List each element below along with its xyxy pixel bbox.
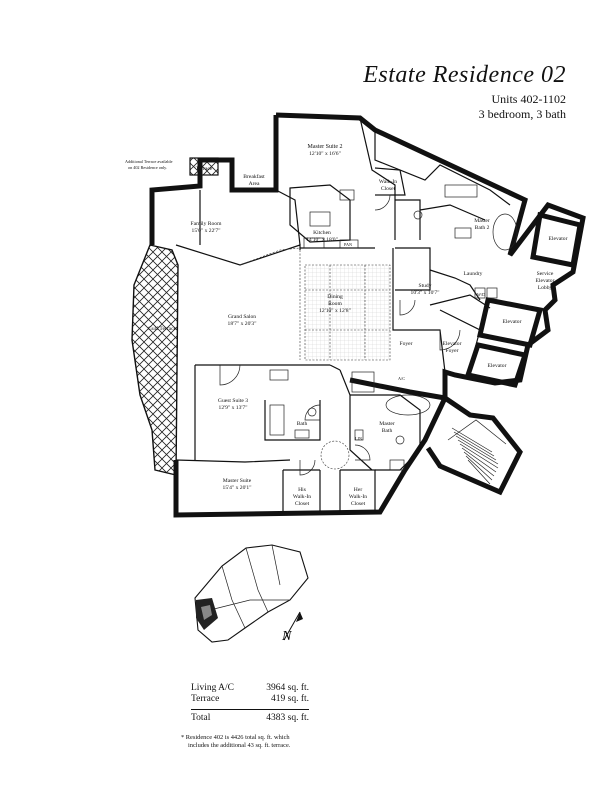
- key-plan-unit-highlight: [201, 605, 212, 620]
- elevator-boxes: [464, 211, 583, 388]
- dining-room-name: Dining: [327, 294, 343, 300]
- service-elevator-l1: Service: [537, 271, 554, 277]
- grand-salon-dim: 18'7" x 20'3": [228, 321, 257, 327]
- breakfast-area-dim: 9'0" x 8'7": [242, 188, 265, 194]
- kitchen-dim: 14'10" x 18'0": [306, 237, 338, 243]
- elevator-label-2: Elevator: [503, 319, 522, 325]
- terrace-label: Terrace: [196, 166, 213, 172]
- area-value: 419 sq. ft.: [271, 694, 309, 704]
- units-range: Units 402-1102: [491, 92, 566, 106]
- dining-room-sub: Room: [328, 301, 342, 307]
- wd-label: W/D: [477, 292, 485, 297]
- his-closet-l3: Closet: [295, 501, 310, 507]
- elevator-foyer-name: Elevator: [443, 341, 462, 347]
- her-closet-l2: Walk-In: [349, 494, 367, 500]
- laundry-label: Laundry: [464, 271, 483, 277]
- master-bath-2-fixtures: [413, 184, 518, 251]
- master-suite-2-dim: 12'10" x 16'6": [309, 151, 341, 157]
- footnote-line2: includes the additional 43 sq. ft. terra…: [188, 742, 291, 749]
- key-plan-map: [194, 544, 309, 643]
- grand-salon-name: Grand Salon: [228, 314, 256, 320]
- elevator-foyer-sub: Foyer: [445, 348, 458, 354]
- area-label: Living A/C: [191, 683, 235, 693]
- area-row-terrace: Terrace 419 sq. ft.: [191, 694, 309, 705]
- residence-title: Estate Residence 02: [363, 62, 566, 88]
- guest-suite-3-dim: 12'9" x 13'7": [219, 405, 248, 411]
- service-elevator-l2: Elevator: [536, 278, 555, 284]
- exterior-wall-west: [149, 115, 279, 245]
- master-suite-name: Master Suite: [223, 478, 252, 484]
- area-total-label: Total: [191, 713, 211, 723]
- vestibule-circle: [320, 440, 350, 470]
- master-suite-dim: 15'4" x 20'1": [223, 485, 252, 491]
- kitchen-name: Kitchen: [313, 230, 331, 236]
- family-room-name: Family Room: [191, 221, 223, 227]
- master-bath-2-sub: Bath 2: [475, 225, 490, 231]
- gulf-terrace-label: Gulf Terrace: [148, 325, 177, 332]
- study-name: Study: [418, 283, 431, 289]
- gulf-terrace-area: [131, 244, 179, 476]
- foyer-label: Foyer: [399, 341, 412, 347]
- dining-room-dashes: [304, 264, 391, 361]
- footnote: * Residence 402 is 4426 total sq. ft. wh…: [181, 734, 341, 750]
- dining-floor-grid: [305, 265, 390, 360]
- bedroom-count: 3 bedroom, 3 bath: [478, 107, 566, 121]
- walkin-closet-2-sub: Closet: [381, 186, 396, 192]
- kitchen-fixtures: [289, 184, 359, 249]
- master-bath-fixtures: [351, 371, 431, 471]
- elevator-label-3: Elevator: [488, 363, 507, 369]
- breakfast-area-name: Breakfast: [243, 173, 265, 180]
- interior-walls: [175, 117, 511, 512]
- stair-treads: [447, 419, 507, 485]
- his-closet-l2: Walk-In: [293, 494, 311, 500]
- area-row-living: Living A/C 3964 sq. ft.: [191, 683, 309, 694]
- terrace-note-line2: on 402 Residence only.: [128, 165, 167, 170]
- breakfast-area-sub: Area: [249, 181, 260, 187]
- area-row-total: Total 4383 sq. ft.: [191, 713, 309, 724]
- area-label: Terrace: [191, 694, 220, 704]
- dining-room-dim: 12'10" x 12'8": [319, 308, 351, 314]
- svg-text:N: N: [281, 629, 292, 644]
- master-bath-sub: Bath: [382, 428, 393, 434]
- area-divider: [191, 709, 309, 710]
- walkin-closet-2-name: Walk-In: [379, 179, 397, 185]
- stair-enclosure: [425, 395, 523, 496]
- area-table: Living A/C 3964 sq. ft. Terrace 419 sq. …: [191, 683, 309, 724]
- service-elevator-l3: Lobby: [538, 285, 553, 291]
- area-value: 3964 sq. ft.: [266, 683, 309, 693]
- master-bath-2-name: Master: [474, 218, 490, 224]
- lin-label: LIN: [355, 436, 362, 441]
- her-closet-l1: Her: [354, 487, 363, 493]
- exterior-wall-south: [173, 396, 448, 518]
- foyer-door-swing: [439, 329, 461, 351]
- laundry-fixtures: [474, 287, 498, 299]
- master-bath-name: Master: [379, 421, 395, 427]
- family-dash: [239, 247, 301, 266]
- area-total-value: 4383 sq. ft.: [266, 713, 309, 723]
- terrace-note-line1: Additional Terrace available: [125, 159, 173, 164]
- guest-suite-3-name: Guest Suite 3: [218, 398, 248, 404]
- his-closet-l1: His: [298, 487, 306, 493]
- elevator-label-1: Elevator: [549, 236, 568, 242]
- footnote-line1: * Residence 402 is 4426 total sq. ft. wh…: [181, 734, 290, 741]
- study-dim: 10'3" x 10'7": [411, 290, 440, 296]
- ac-label: A/C: [398, 376, 405, 381]
- family-room-dim: 15'0" x 22'7": [192, 228, 221, 234]
- north-arrow-icon: N: [281, 611, 303, 644]
- her-closet-l3: Closet: [351, 501, 366, 507]
- master-suite-2-name: Master Suite 2: [308, 144, 343, 150]
- exterior-wall: [275, 112, 586, 401]
- pan-label: PAN: [344, 242, 352, 247]
- guest-bath-label: Bath: [297, 421, 308, 427]
- door-swings: [219, 194, 416, 476]
- guest-bath-fixtures: [269, 369, 317, 439]
